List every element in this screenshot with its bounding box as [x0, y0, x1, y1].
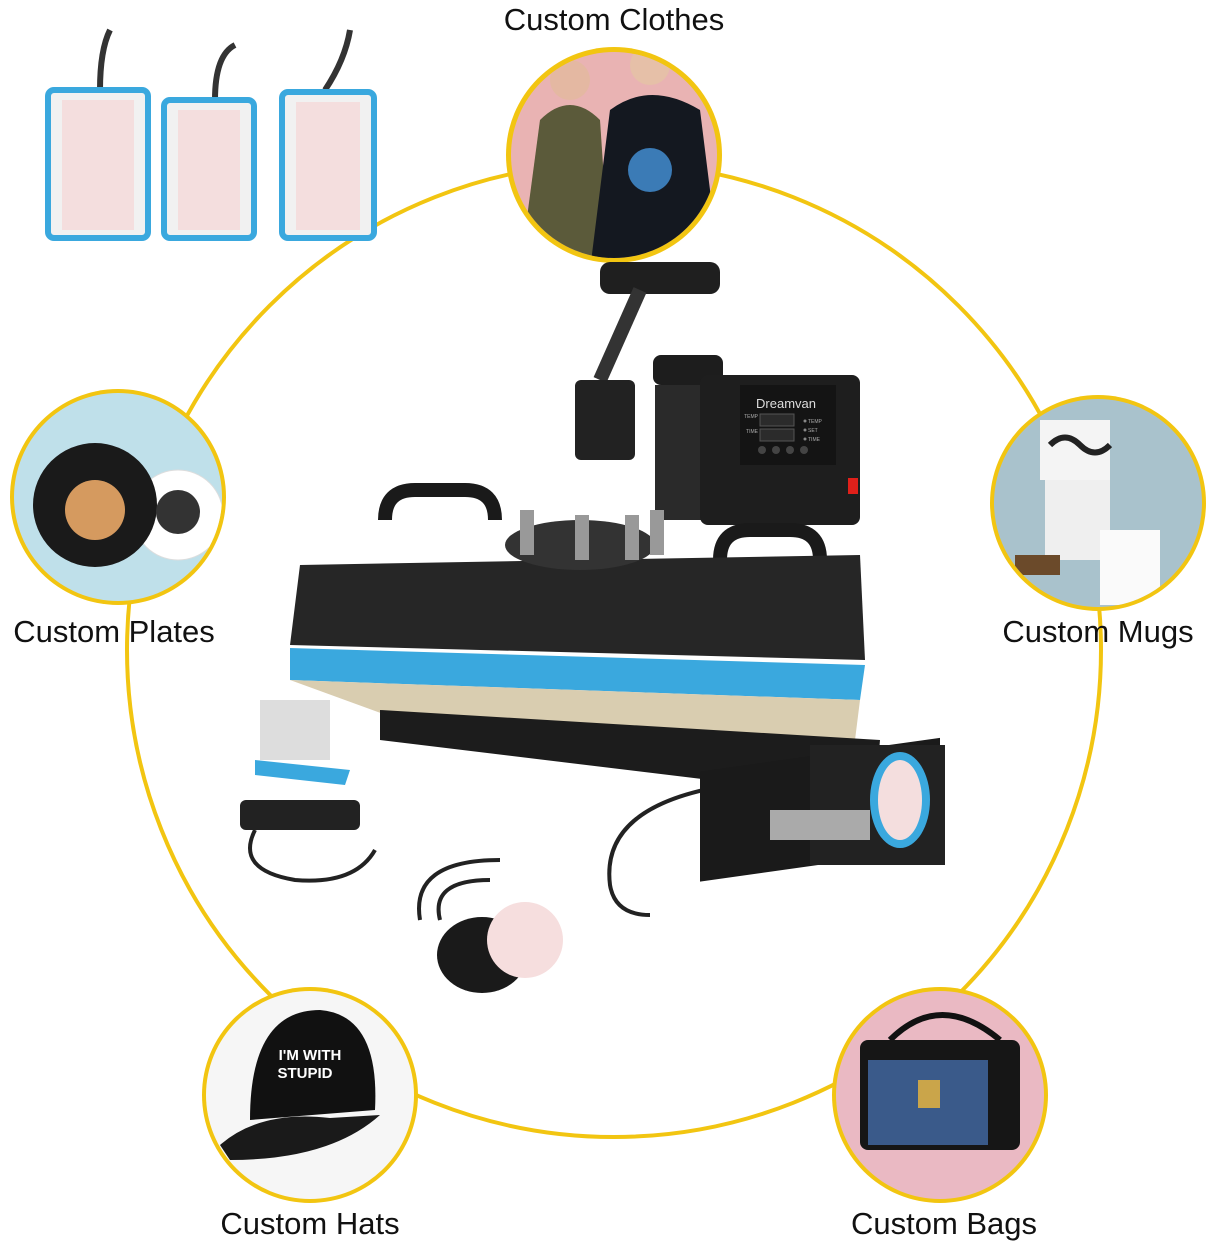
cap-press-attachment	[240, 700, 377, 883]
label-custom-clothes: Custom Clothes	[503, 2, 725, 37]
indicator-label-time: TIME	[808, 437, 821, 443]
panel-label-temp: TEMP	[744, 414, 759, 420]
hats-photo: I'M WITH STUPID	[202, 987, 418, 1203]
mugs-photo	[990, 395, 1206, 611]
label-custom-bags: Custom Bags	[850, 1206, 1038, 1241]
plates-photo	[10, 389, 226, 605]
brand-label: Dreamvan	[756, 396, 816, 411]
mug-press-attachment	[607, 737, 945, 917]
panel-label-time: TIME	[746, 429, 759, 435]
heat-press-machine: Dreamvan TEMP TIME TEMP SET TIME	[290, 262, 880, 800]
label-custom-plates: Custom Plates	[13, 614, 215, 649]
label-custom-mugs: Custom Mugs	[1002, 614, 1194, 649]
bags-photo	[832, 987, 1048, 1203]
plate-press-attachment	[417, 858, 563, 993]
mug-wraps	[45, 28, 377, 241]
svg-text:I'M WITH: I'M WITH	[279, 1047, 342, 1064]
label-custom-hats: Custom Hats	[220, 1206, 400, 1241]
clothes-photo	[506, 47, 722, 263]
svg-text:STUPID: STUPID	[277, 1065, 332, 1082]
indicator-label-temp: TEMP	[808, 419, 823, 425]
indicator-label-set: SET	[808, 428, 818, 434]
